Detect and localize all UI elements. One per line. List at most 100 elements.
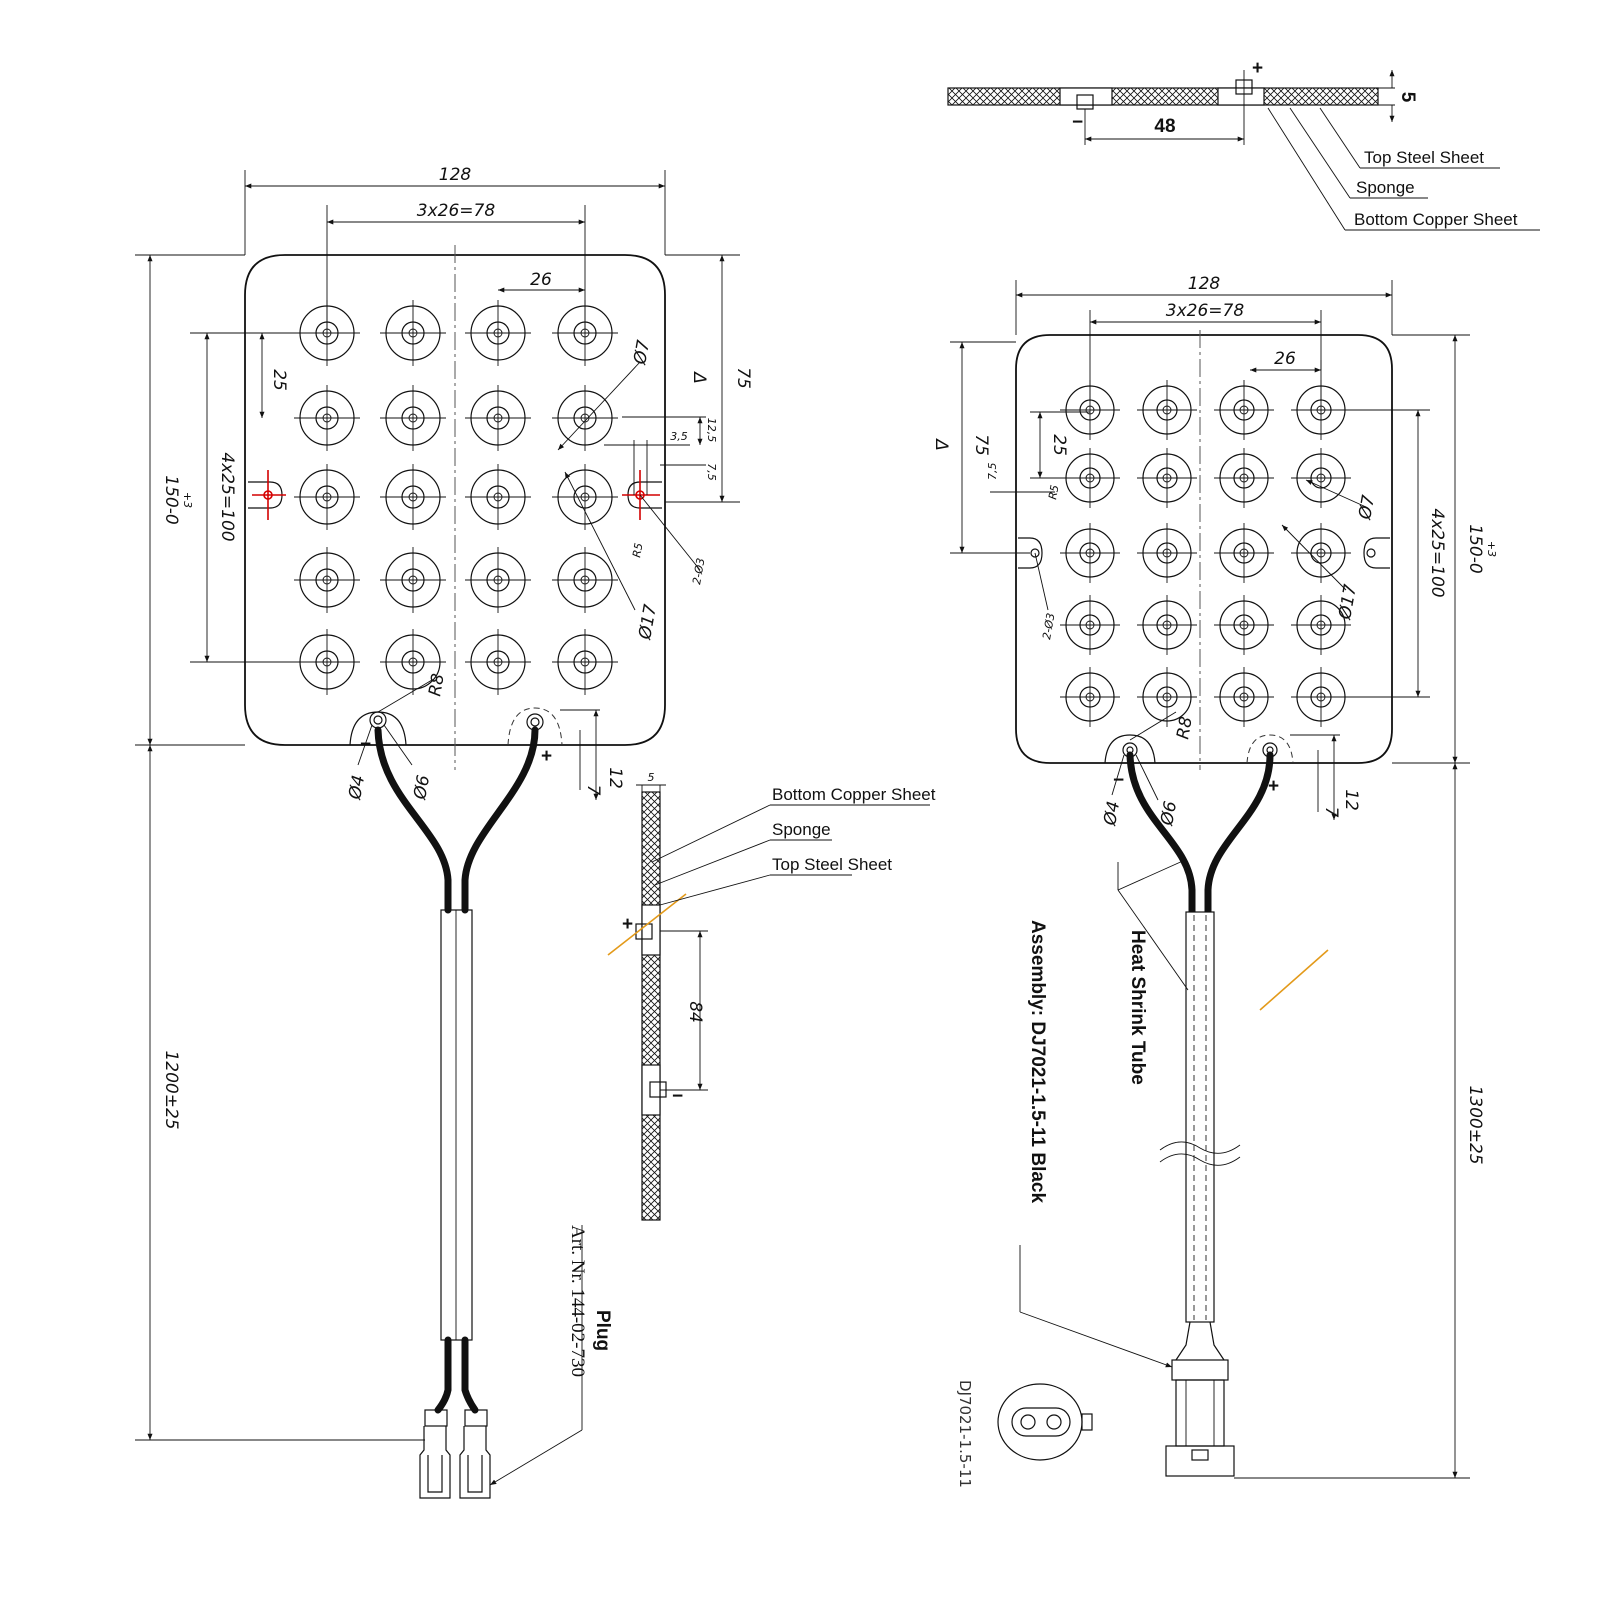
left-cup bbox=[465, 385, 531, 451]
right-cup bbox=[1137, 380, 1197, 440]
right-dim-r8: R8 bbox=[1173, 715, 1197, 741]
connector-label: DJ7021-1.5-11 bbox=[956, 1380, 974, 1488]
right-plus: + bbox=[1268, 776, 1279, 797]
left-cup bbox=[294, 385, 360, 451]
left-side-dim-5: 5 bbox=[648, 771, 655, 784]
right-dim-cable: 1300±25 bbox=[1465, 1085, 1485, 1164]
left-dim-height-tol: +3 bbox=[181, 492, 194, 508]
right-section-view: 48 + − 5 Top Steel Sheet Sponge Bottom C… bbox=[947, 58, 1540, 231]
left-dim-pitch-v: 4x25=100 bbox=[217, 452, 237, 541]
section-plus: + bbox=[1252, 58, 1263, 79]
left-cup bbox=[380, 300, 446, 366]
right-cup bbox=[1214, 667, 1274, 727]
heat-shrink-label: Heat Shrink Tube bbox=[1127, 930, 1148, 1085]
section-label-sponge: Sponge bbox=[1356, 178, 1415, 197]
left-side-minus: − bbox=[672, 1086, 683, 1107]
left-dim-cable: 1200±25 bbox=[161, 1050, 181, 1129]
left-dim-3-5: 3,5 bbox=[670, 430, 688, 443]
left-dim-d6: Ø6 bbox=[410, 773, 434, 801]
plug-art-number: Art. Nr. 144-02-730 bbox=[567, 1225, 588, 1377]
right-cup bbox=[1060, 667, 1120, 727]
right-cup bbox=[1060, 595, 1120, 655]
left-dim-r5: R5 bbox=[630, 542, 645, 559]
left-dim-12: 12 bbox=[605, 767, 625, 789]
left-dim-r8: R8 bbox=[425, 672, 449, 698]
right-cup bbox=[1214, 448, 1274, 508]
left-plug-label: Plug Art. Nr. 144-02-730 bbox=[489, 1225, 613, 1486]
left-heater-cups bbox=[294, 300, 618, 695]
right-cup bbox=[1291, 448, 1351, 508]
left-cup bbox=[552, 385, 618, 451]
right-cup bbox=[1137, 595, 1197, 655]
right-minus: − bbox=[1113, 770, 1124, 791]
left-dim-7-5: 7,5 bbox=[705, 463, 718, 481]
left-plus: + bbox=[541, 746, 552, 767]
right-dim-d4: Ø4 bbox=[1100, 800, 1124, 828]
right-cup bbox=[1060, 523, 1120, 583]
left-label-bottom-copper: Bottom Copper Sheet bbox=[772, 785, 936, 804]
left-dim-75: 75 bbox=[733, 367, 753, 389]
left-cup bbox=[552, 464, 618, 530]
left-dim-d7: Ø7 bbox=[630, 338, 654, 366]
left-dim-d17: Ø17 bbox=[635, 603, 661, 642]
right-heater-cups bbox=[1060, 380, 1351, 727]
left-label-sponge: Sponge bbox=[772, 820, 831, 839]
left-heater-view: 128 3x26=78 26 150-0 +3 4x25=100 25 bbox=[135, 165, 936, 1499]
right-dimensions: 128 3x26=78 26 75 Δ 25 7,5 R5 2-Ø3 bbox=[931, 274, 1498, 1479]
section-dim-5: 5 bbox=[1397, 92, 1418, 103]
left-dim-width: 128 bbox=[439, 165, 472, 185]
left-cup bbox=[465, 300, 531, 366]
left-cup bbox=[465, 547, 531, 613]
left-cup bbox=[294, 547, 360, 613]
right-cup bbox=[1214, 595, 1274, 655]
left-side-dim-84: 84 bbox=[685, 1001, 705, 1023]
section-label-top-steel: Top Steel Sheet bbox=[1364, 148, 1484, 167]
right-dim-25: 25 bbox=[1049, 434, 1069, 456]
left-mount-hole-right bbox=[622, 470, 662, 520]
right-cable bbox=[1126, 751, 1274, 1477]
left-dim-12-5: 12,5 bbox=[705, 418, 718, 443]
right-dim-d7: Ø7 bbox=[1355, 493, 1379, 521]
left-cup bbox=[380, 385, 446, 451]
right-cup bbox=[1137, 448, 1197, 508]
left-cup bbox=[465, 464, 531, 530]
right-mount-hole-right bbox=[1363, 537, 1390, 569]
right-dim-height: 150-0 bbox=[1465, 524, 1485, 573]
left-plate-outline bbox=[244, 254, 666, 746]
section-label-bottom-copper: Bottom Copper Sheet bbox=[1354, 210, 1518, 229]
right-dim-75: 75 bbox=[971, 434, 991, 456]
right-dim-d6: Ø6 bbox=[1157, 799, 1181, 827]
left-label-top-steel: Top Steel Sheet bbox=[772, 855, 892, 874]
left-cup bbox=[465, 629, 531, 695]
right-cup bbox=[1291, 523, 1351, 583]
left-cup bbox=[294, 629, 360, 695]
assembly-label: Assembly: DJ7021-1.5-11 Black bbox=[1027, 920, 1048, 1203]
right-cup bbox=[1291, 595, 1351, 655]
right-dim-height-tol: +3 bbox=[1485, 541, 1498, 557]
left-side-plus: + bbox=[622, 914, 633, 935]
right-dim-pitch-h: 3x26=78 bbox=[1166, 301, 1245, 321]
left-tri-mark: Δ bbox=[689, 370, 709, 384]
right-cup bbox=[1137, 523, 1197, 583]
left-cup bbox=[552, 547, 618, 613]
right-dim-7: 7 bbox=[1321, 807, 1341, 818]
right-dim-width: 128 bbox=[1188, 274, 1221, 294]
left-cup bbox=[380, 464, 446, 530]
left-mount-hole-left bbox=[248, 470, 286, 520]
left-cup bbox=[380, 629, 446, 695]
right-dim-2x3: 2-Ø3 bbox=[1040, 612, 1057, 640]
right-mount-hole-left bbox=[1018, 537, 1043, 569]
right-dim-26: 26 bbox=[1274, 349, 1296, 369]
left-cup bbox=[294, 464, 360, 530]
left-cup bbox=[552, 300, 618, 366]
right-dim-12: 12 bbox=[1341, 789, 1361, 811]
right-dim-7-5: 7,5 bbox=[986, 463, 999, 481]
left-minus: − bbox=[360, 734, 371, 755]
section-minus: − bbox=[1072, 112, 1083, 133]
section-dim-48: 48 bbox=[1154, 116, 1175, 137]
right-dim-d17: Ø17 bbox=[1335, 583, 1361, 622]
right-tri-mark: Δ bbox=[931, 437, 951, 451]
left-cable bbox=[374, 726, 539, 1499]
left-dim-height: 150-0 bbox=[161, 475, 181, 524]
